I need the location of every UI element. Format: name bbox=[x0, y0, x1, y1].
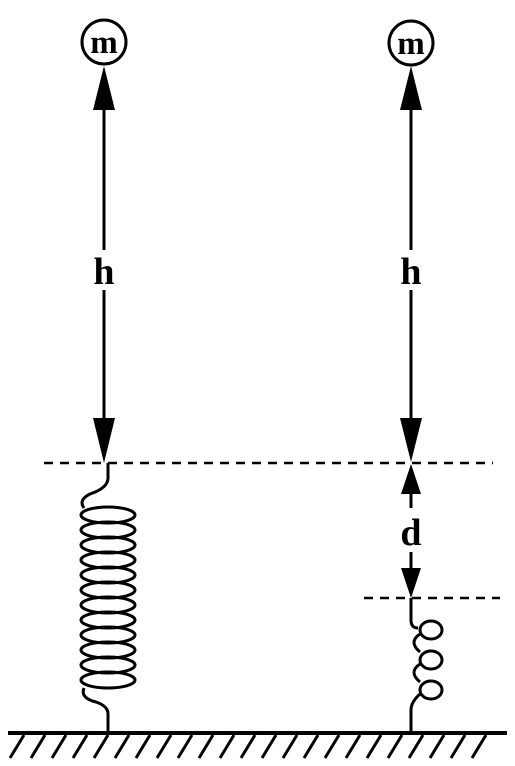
right-setup: m h d bbox=[387, 19, 444, 732]
right-height-arrow: h bbox=[400, 66, 422, 462]
right-mass-label: m bbox=[397, 26, 425, 62]
hatch-mark bbox=[50, 734, 68, 759]
left-spring bbox=[79, 463, 137, 732]
hatch-mark bbox=[470, 734, 488, 759]
ground bbox=[8, 731, 507, 759]
hatch-mark bbox=[407, 734, 425, 759]
right-d-arrowhead-down bbox=[401, 568, 421, 598]
left-arrowhead-up bbox=[93, 66, 115, 110]
right-compression-arrow: d bbox=[400, 464, 422, 598]
hatch-mark bbox=[449, 734, 467, 759]
hatch-mark bbox=[113, 734, 131, 759]
right-compression-label: d bbox=[400, 512, 421, 554]
hatch-mark bbox=[260, 734, 278, 759]
right-arrowhead-down bbox=[400, 418, 422, 462]
hatch-mark bbox=[344, 734, 362, 759]
left-mass-label: m bbox=[90, 25, 118, 61]
hatch-mark bbox=[281, 734, 299, 759]
right-d-arrowhead-up bbox=[401, 464, 421, 494]
hatch-mark bbox=[29, 734, 47, 759]
left-setup: m h bbox=[79, 18, 137, 732]
hatch-mark bbox=[218, 734, 236, 759]
ground-hatching bbox=[8, 734, 488, 759]
left-height-arrow: h bbox=[93, 66, 115, 463]
hatch-mark bbox=[134, 734, 152, 759]
right-height-label: h bbox=[400, 251, 421, 293]
hatch-mark bbox=[8, 734, 26, 759]
right-mass: m bbox=[387, 19, 435, 67]
right-arrowhead-up bbox=[400, 66, 422, 110]
left-mass: m bbox=[80, 18, 128, 66]
right-spring bbox=[409, 598, 444, 732]
left-arrowhead-down bbox=[93, 418, 115, 463]
left-mass-circle bbox=[80, 18, 128, 66]
hatch-mark bbox=[71, 734, 89, 759]
left-height-label: h bbox=[93, 251, 114, 293]
hatch-mark bbox=[92, 734, 110, 759]
hatch-mark bbox=[197, 734, 215, 759]
hatch-mark bbox=[386, 734, 404, 759]
hatch-mark bbox=[323, 734, 341, 759]
hatch-mark bbox=[302, 734, 320, 759]
right-mass-circle bbox=[387, 19, 435, 67]
hatch-mark bbox=[176, 734, 194, 759]
hatch-mark bbox=[239, 734, 257, 759]
hatch-mark bbox=[428, 734, 446, 759]
hatch-mark bbox=[155, 734, 173, 759]
hatch-mark bbox=[365, 734, 383, 759]
